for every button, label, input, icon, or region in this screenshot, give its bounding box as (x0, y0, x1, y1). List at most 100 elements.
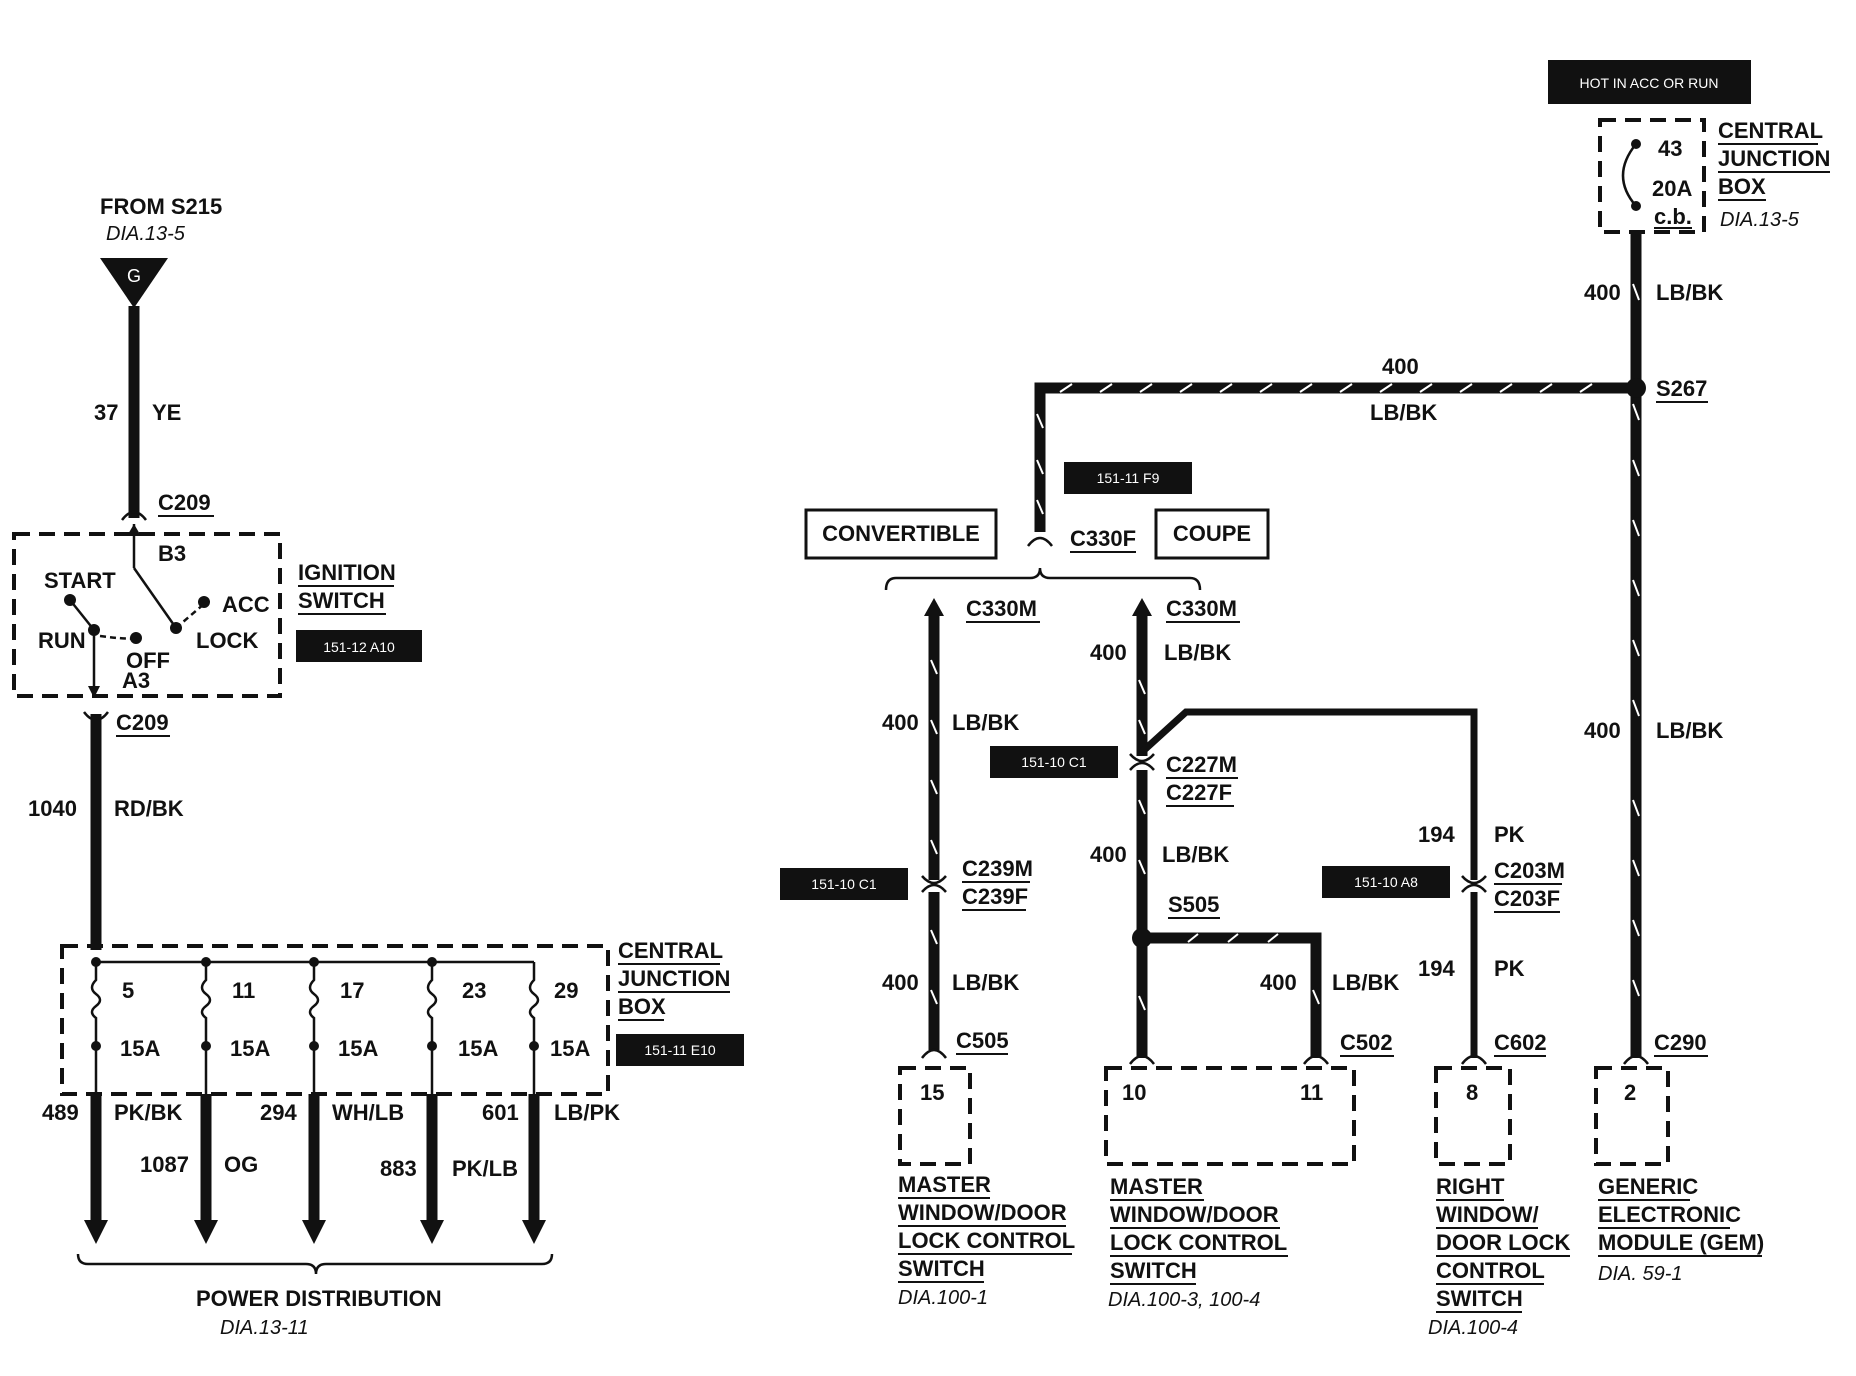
svg-text:IGNITION: IGNITION (298, 560, 396, 585)
svg-text:SWITCH: SWITCH (298, 588, 385, 613)
svg-text:C209: C209 (116, 710, 169, 735)
output-wire-294: 294 WH/LB (260, 1094, 404, 1244)
svg-text:DOOR LOCK: DOOR LOCK (1436, 1230, 1571, 1255)
c209-bottom-label: C209 (116, 710, 170, 737)
tag-151-10-a8: 151-10 A8 (1322, 866, 1450, 898)
svg-text:S267: S267 (1656, 376, 1707, 401)
hot-in-acc-run-tag: HOT IN ACC OR RUN (1548, 60, 1751, 104)
svg-text:A3: A3 (122, 668, 150, 693)
svg-text:400: 400 (882, 970, 919, 995)
svg-text:LB/PK: LB/PK (554, 1100, 620, 1125)
svg-text:DIA. 59-1: DIA. 59-1 (1598, 1263, 1682, 1285)
svg-text:BOX: BOX (1718, 174, 1766, 199)
svg-text:15: 15 (920, 1080, 944, 1105)
splice-s505: S505 400 LB/BK C502 (1129, 892, 1399, 1065)
svg-text:C239M: C239M (962, 856, 1033, 881)
svg-text:400: 400 (1584, 280, 1621, 305)
svg-text:15A: 15A (338, 1036, 378, 1061)
power-distribution-label: POWER DISTRIBUTION DIA.13-11 (76, 1253, 554, 1339)
svg-text:PK: PK (1494, 956, 1525, 981)
svg-text:8: 8 (1466, 1080, 1478, 1105)
svg-text:29: 29 (554, 978, 578, 1003)
fuse-11: 11 15A (200, 957, 270, 1094)
svg-text:PK/BK: PK/BK (114, 1100, 183, 1125)
svg-text:C330F: C330F (1070, 526, 1136, 551)
variant-brace (884, 567, 1202, 591)
svg-text:151-10 A8: 151-10 A8 (1354, 874, 1418, 890)
tag-151-10-c1-a: 151-10 C1 (780, 868, 908, 900)
svg-text:CONVERTIBLE: CONVERTIBLE (822, 521, 980, 546)
svg-text:11: 11 (1300, 1080, 1323, 1105)
output-wire-489: 489 PK/BK (42, 1094, 183, 1244)
svg-text:c.b.: c.b. (1654, 204, 1692, 229)
svg-text:LB/BK: LB/BK (1656, 280, 1723, 305)
wire-coupe-branch: C330M 400 LB/BK C227M C227F 400 LB/BK (1090, 596, 1240, 1058)
svg-text:SWITCH: SWITCH (1436, 1286, 1523, 1311)
right-window-door-lock-switch: 8 RIGHT WINDOW/ DOOR LOCK CONTROL SWITCH… (1428, 1066, 1571, 1339)
svg-text:PK: PK (1494, 822, 1525, 847)
fuse-17: 17 15A (308, 957, 378, 1094)
c209-top-label: C209 (158, 490, 214, 517)
wire-400-feed: 400 LB/BK 400 LB/BK (1584, 232, 1723, 1065)
svg-text:WINDOW/: WINDOW/ (1436, 1202, 1539, 1227)
svg-text:601: 601 (482, 1100, 519, 1125)
svg-text:400: 400 (1090, 640, 1127, 665)
svg-text:C502: C502 (1340, 1030, 1393, 1055)
coupe-box: COUPE (1154, 508, 1270, 560)
svg-text:G: G (127, 266, 141, 286)
wire-400-branch: 400 LB/BK (1027, 354, 1636, 547)
svg-text:MASTER: MASTER (898, 1172, 991, 1197)
ignition-switch: B3 START RUN OFF A3 ACC LOCK IGNITION SW… (12, 524, 422, 698)
svg-text:LB/BK: LB/BK (1164, 640, 1231, 665)
svg-text:37: 37 (94, 400, 118, 425)
svg-text:C209: C209 (158, 490, 211, 515)
svg-text:OFF: OFF (126, 648, 170, 673)
svg-text:151-11 F9: 151-11 F9 (1097, 470, 1160, 486)
svg-text:400: 400 (1584, 718, 1621, 743)
left-central-junction-box: CENTRAL JUNCTION BOX 151-11 E10 (60, 938, 744, 1096)
svg-text:DIA.100-4: DIA.100-4 (1428, 1317, 1518, 1339)
convertible-box: CONVERTIBLE (804, 508, 998, 560)
svg-text:S505: S505 (1168, 892, 1219, 917)
wire-194-pk: 194 PK C203M C203F 194 PK C602 (1139, 708, 1565, 1065)
svg-text:1040: 1040 (28, 796, 77, 821)
svg-text:LOCK CONTROL: LOCK CONTROL (898, 1228, 1075, 1253)
svg-text:MASTER: MASTER (1110, 1174, 1203, 1199)
svg-text:JUNCTION: JUNCTION (1718, 146, 1830, 171)
svg-text:C505: C505 (956, 1028, 1009, 1053)
svg-text:400: 400 (1382, 354, 1419, 379)
svg-text:15A: 15A (230, 1036, 270, 1061)
svg-text:LOCK: LOCK (196, 628, 258, 653)
svg-text:23: 23 (462, 978, 486, 1003)
svg-text:JUNCTION: JUNCTION (618, 966, 730, 991)
svg-text:RIGHT: RIGHT (1436, 1174, 1505, 1199)
svg-text:15A: 15A (458, 1036, 498, 1061)
svg-text:BOX: BOX (618, 994, 666, 1019)
right-central-junction-box: 43 20A c.b. CENTRAL JUNCTION BOX DIA.13-… (1598, 118, 1830, 234)
svg-text:START: START (44, 568, 116, 593)
wire-1040-rdbk: 1040 RD/BK (28, 711, 184, 950)
svg-text:SWITCH: SWITCH (898, 1256, 985, 1281)
svg-text:15A: 15A (120, 1036, 160, 1061)
svg-text:C239F: C239F (962, 884, 1028, 909)
svg-text:FROM S215: FROM S215 (100, 194, 222, 219)
svg-text:YE: YE (152, 400, 181, 425)
svg-text:C203M: C203M (1494, 858, 1565, 883)
svg-text:HOT IN ACC OR RUN: HOT IN ACC OR RUN (1580, 75, 1719, 91)
svg-text:15A: 15A (550, 1036, 590, 1061)
output-wire-1087: 1087 OG (140, 1094, 258, 1244)
svg-text:194: 194 (1418, 822, 1455, 847)
svg-text:PK/LB: PK/LB (452, 1156, 518, 1181)
tag-151-10-c1-b: 151-10 C1 (990, 746, 1118, 778)
svg-text:DIA.100-3, 100-4: DIA.100-3, 100-4 (1108, 1289, 1260, 1311)
svg-text:OG: OG (224, 1152, 258, 1177)
svg-text:B3: B3 (158, 541, 186, 566)
svg-text:C602: C602 (1494, 1030, 1547, 1055)
svg-text:SWITCH: SWITCH (1110, 1258, 1197, 1283)
svg-text:LB/BK: LB/BK (952, 710, 1019, 735)
svg-text:11: 11 (232, 978, 255, 1003)
c290-label: C290 (1654, 1030, 1708, 1057)
svg-text:LOCK CONTROL: LOCK CONTROL (1110, 1230, 1287, 1255)
master-window-door-lock-switch-2: 10 11 MASTER WINDOW/DOOR LOCK CONTROL SW… (1104, 1066, 1356, 1311)
